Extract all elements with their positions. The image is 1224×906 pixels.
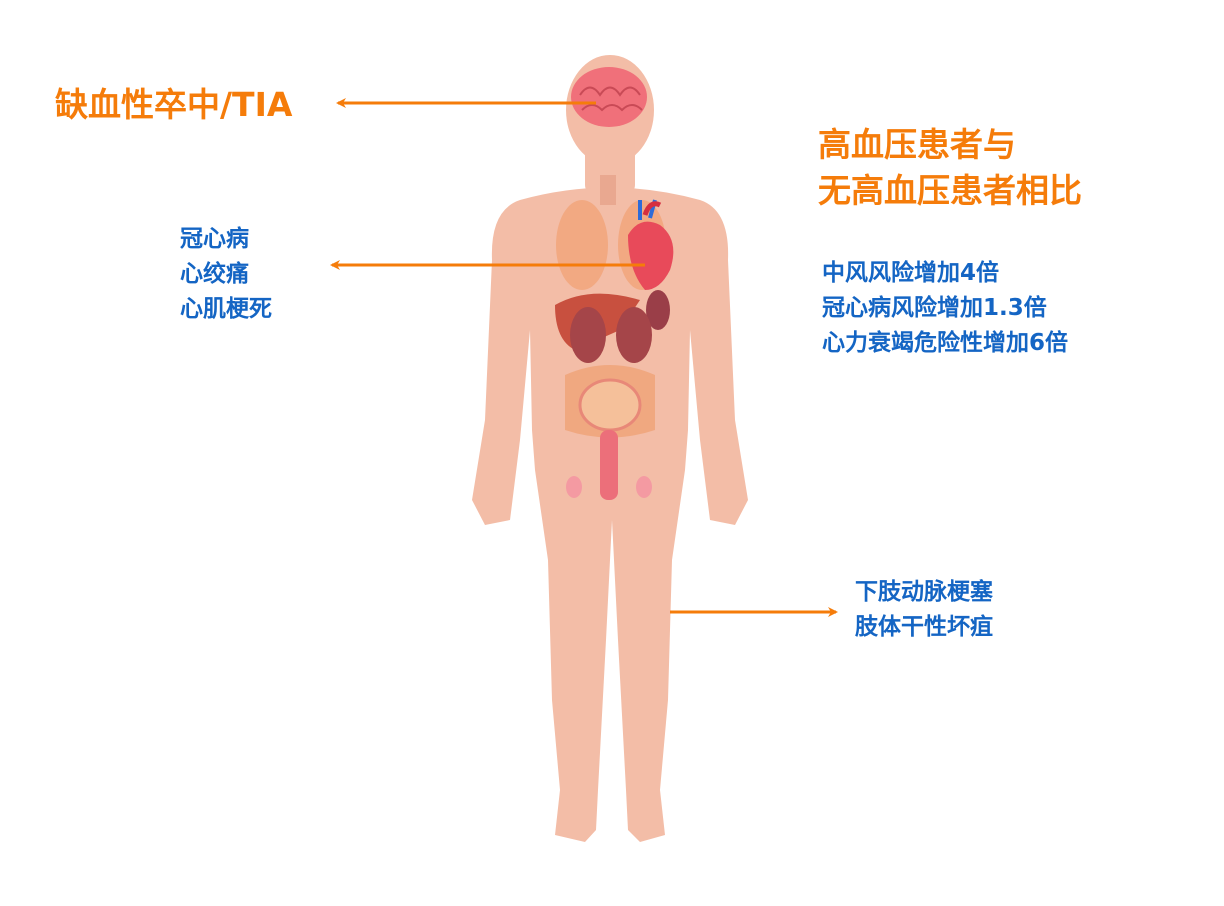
risk-item: 心力衰竭危险性增加6倍 [822,330,1069,356]
heart-disease-list: 冠心病 心绞痛 心肌梗死 [180,222,272,327]
leg-item: 肢体干性坏疽 [855,614,993,640]
risk-list: 中风风险增加4倍 冠心病风险增加1.3倍 心力衰竭危险性增加6倍 [822,256,1068,361]
brain-icon [571,67,647,127]
title-line: 无高血压患者相比 [818,171,1082,210]
risk-item: 冠心病风险增加1.3倍 [822,295,1047,321]
comparison-title: 高血压患者与 无高血压患者相比 [818,122,1082,214]
leg-disease-list: 下肢动脉梗塞 肢体干性坏疽 [855,575,993,645]
title-line: 高血压患者与 [818,125,1016,164]
heart-icon [628,199,674,290]
stroke-label: 缺血性卒中/TIA [55,85,293,124]
organs [555,175,670,500]
heart-item: 心肌梗死 [180,296,272,322]
leg-item: 下肢动脉梗塞 [855,579,993,605]
heart-item: 冠心病 [180,226,249,252]
risk-item: 中风风险增加4倍 [822,260,1000,286]
heart-item: 心绞痛 [180,261,249,287]
